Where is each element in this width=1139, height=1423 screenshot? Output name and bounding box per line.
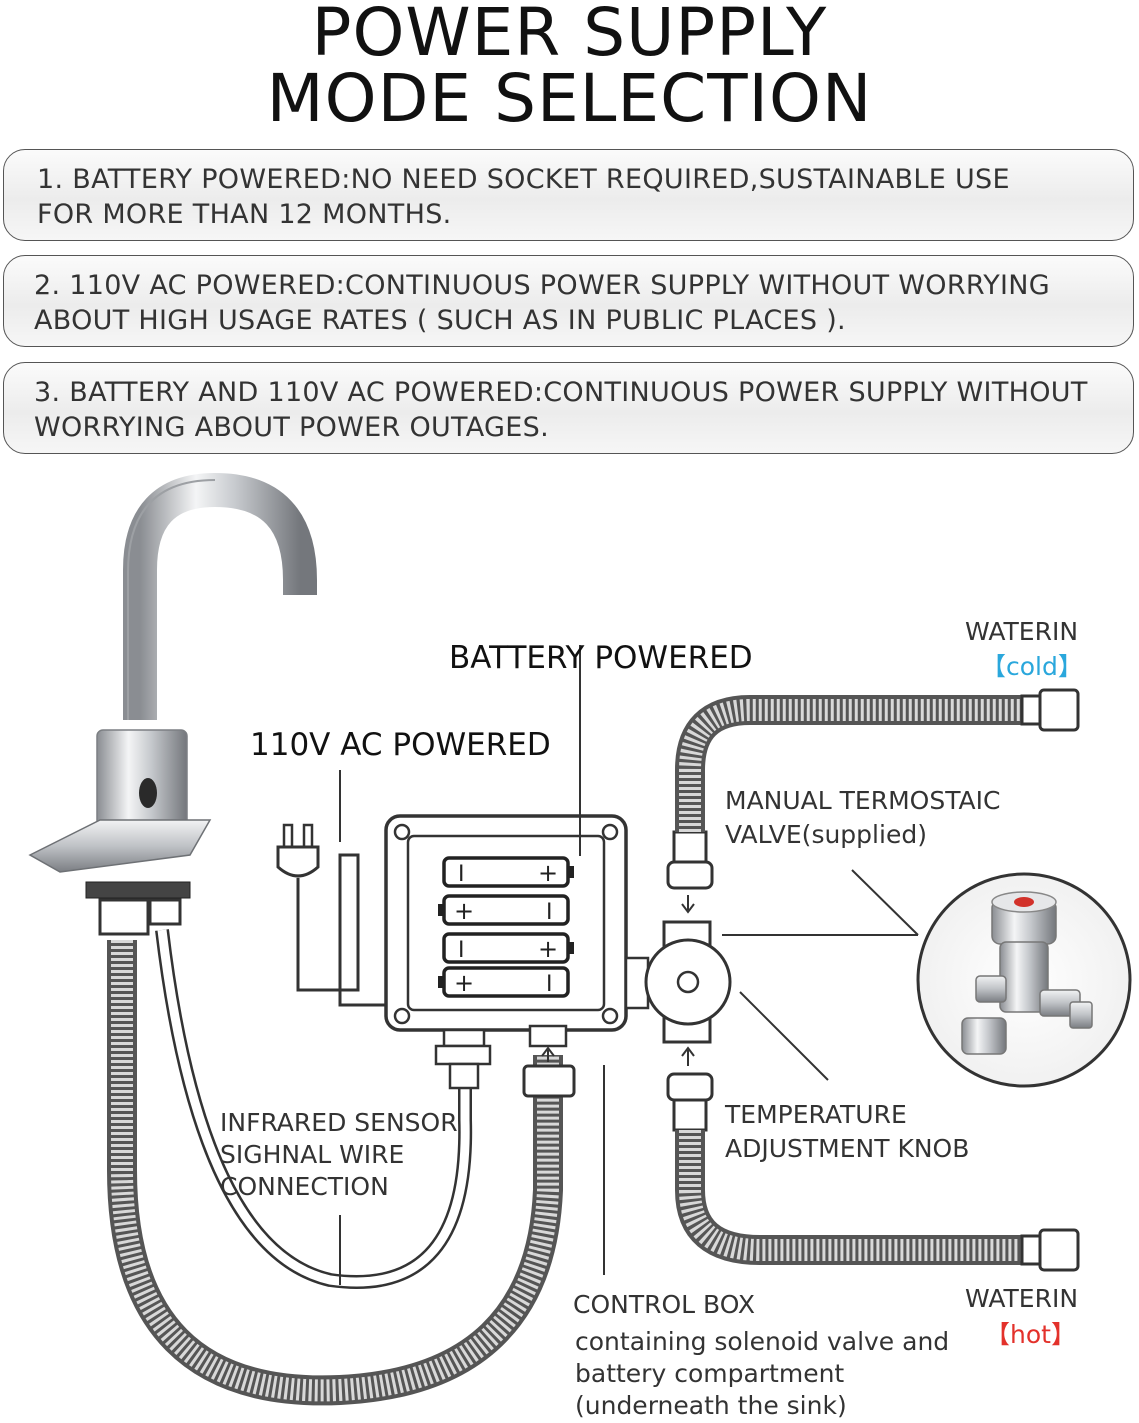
control-box-label: CONTROL BOX	[573, 1290, 755, 1319]
svg-text:+: +	[538, 859, 558, 887]
mixing-valve-illustration	[644, 830, 919, 1132]
battery-powered-label: BATTERY POWERED	[449, 640, 753, 676]
installation-diagram: I + + I I + + I	[0, 470, 1139, 1420]
sensor-wire-label: INFRARED SENSOR SIGHNAL WIRE CONNECTION	[220, 1108, 458, 1201]
control-box-description: containing solenoid valve and battery co…	[575, 1327, 950, 1420]
battery-cell: I +	[442, 932, 574, 964]
ac-powered-label: 110V AC POWERED	[250, 727, 551, 763]
mode-option-battery: 1. BATTERY POWERED:NO NEED SOCKET REQUIR…	[3, 149, 1134, 241]
battery-cell: I +	[442, 856, 574, 888]
svg-text:I: I	[458, 938, 465, 963]
valve-photo	[916, 872, 1132, 1088]
faucet-illustration	[28, 472, 317, 936]
page-title-line-2: MODE SELECTION	[266, 60, 873, 137]
svg-text:+: +	[538, 935, 558, 963]
battery-cell: + I	[438, 966, 570, 998]
svg-text:I: I	[546, 972, 553, 997]
svg-text:I: I	[458, 862, 465, 887]
mode-option-text: 2. 110V AC POWERED:CONTINUOUS POWER SUPP…	[34, 270, 1051, 336]
power-plug-illustration	[276, 770, 388, 1007]
mode-option-text: 1. BATTERY POWERED:NO NEED SOCKET REQUIR…	[37, 164, 1010, 230]
svg-text:I: I	[546, 900, 553, 925]
water-in-hot-label: WATERIN	[965, 1284, 1079, 1313]
water-in-cold-label: WATERIN	[965, 617, 1079, 646]
page-title-line-1: POWER SUPPLY	[311, 0, 828, 71]
manual-valve-label: MANUAL TERMOSTAIC VALVE(supplied)	[725, 786, 1001, 849]
mode-option-ac: 2. 110V AC POWERED:CONTINUOUS POWER SUPP…	[3, 255, 1134, 347]
control-box-illustration: I + + I I + + I	[384, 645, 650, 1275]
cold-tag: 【cold】	[981, 652, 1083, 681]
battery-cell: + I	[438, 894, 570, 926]
mode-option-text: 3. BATTERY AND 110V AC POWERED:CONTINUOU…	[34, 377, 1088, 443]
hot-tag: 【hot】	[985, 1320, 1076, 1349]
svg-text:+: +	[454, 897, 474, 925]
svg-text:+: +	[454, 969, 474, 997]
temperature-knob-label: TEMPERATURE ADJUSTMENT KNOB	[725, 1100, 970, 1163]
diagram-illustration: I + + I I + + I	[28, 472, 1132, 1406]
mode-option-battery-and-ac: 3. BATTERY AND 110V AC POWERED:CONTINUOU…	[3, 362, 1134, 454]
